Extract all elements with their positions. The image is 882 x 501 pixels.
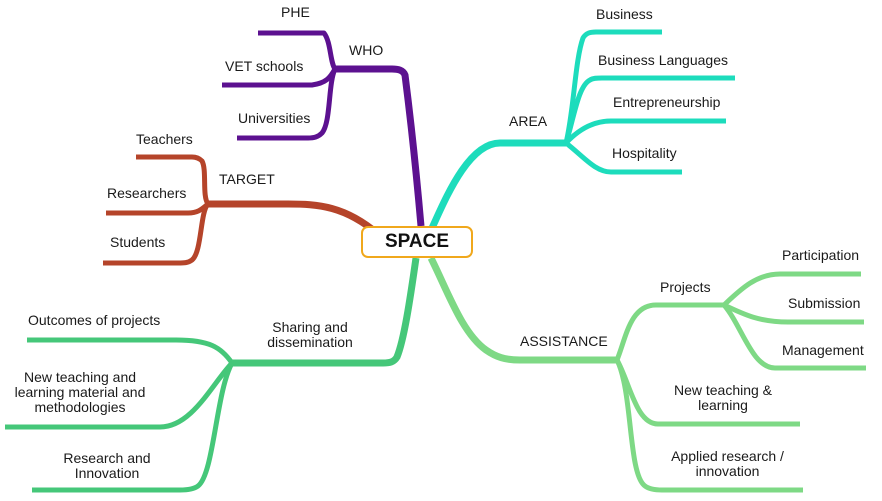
sharing-item-new-teaching: New teaching and learning material and m… [14, 369, 146, 415]
who-connector-universities [237, 67, 338, 141]
projects-item-submission: Submission [788, 295, 861, 311]
sharing-connectors [5, 257, 420, 493]
target-connector-researchers [106, 202, 210, 216]
area-connector-hospitality [564, 141, 682, 175]
assistance-connector-projects [614, 302, 724, 361]
target-connectors [103, 154, 381, 266]
sharing-connector-outcomes [27, 337, 235, 365]
assistance-connectors [427, 256, 866, 493]
sharing-item-outcomes: Outcomes of projects [28, 312, 161, 328]
projects-connector-submission [722, 302, 864, 325]
who-item-vet-schools: VET schools [225, 58, 304, 74]
assistance-label: ASSISTANCE [520, 333, 608, 349]
sharing-item-research: Research and Innovation [63, 450, 151, 481]
who-item-phe: PHE [281, 4, 310, 20]
projects-item-participation: Participation [782, 247, 860, 263]
central-node-label: SPACE [384, 231, 450, 252]
assistance-main-line [427, 256, 617, 364]
area-connectors [428, 29, 735, 230]
central-node-space[interactable]: SPACE [361, 226, 473, 258]
who-item-universities: Universities [238, 110, 311, 126]
area-main-line [428, 139, 566, 230]
target-item-researchers: Researchers [107, 185, 187, 201]
sharing-connector-research [32, 361, 235, 493]
who-main-line [335, 65, 425, 227]
area-item-entrepreneurship: Entrepreneurship [613, 94, 721, 110]
sharing-connector-new-teaching [5, 361, 234, 430]
sharing-label: Sharing and dissemination [267, 319, 353, 350]
assistance-projects-label: Projects [660, 279, 711, 295]
area-connector-entrepreneurship [564, 118, 726, 145]
area-item-hospitality: Hospitality [612, 145, 677, 161]
area-label: AREA [509, 113, 548, 129]
projects-connector-management [722, 303, 866, 371]
target-item-teachers: Teachers [136, 131, 193, 147]
area-item-business-languages: Business Languages [598, 52, 728, 68]
assistance-item-new-teaching: New teaching & learning [673, 382, 773, 413]
sharing-main-line [232, 257, 420, 367]
assistance-item-applied-research: Applied research / innovation [671, 448, 784, 479]
projects-item-management: Management [782, 342, 864, 358]
area-connector-business [563, 29, 662, 144]
projects-connector-participation [722, 271, 861, 307]
target-connector-teachers [136, 154, 211, 206]
who-connectors [222, 30, 425, 227]
target-item-students: Students [110, 234, 166, 250]
target-connector-students [103, 202, 211, 266]
assistance-connector-applied-research [614, 358, 803, 493]
who-connector-phe [258, 30, 338, 71]
target-main-line [208, 200, 381, 237]
area-connector-business-languages [563, 75, 735, 144]
area-item-business: Business [596, 6, 653, 22]
who-label: WHO [349, 42, 384, 58]
target-label: TARGET [219, 171, 275, 187]
